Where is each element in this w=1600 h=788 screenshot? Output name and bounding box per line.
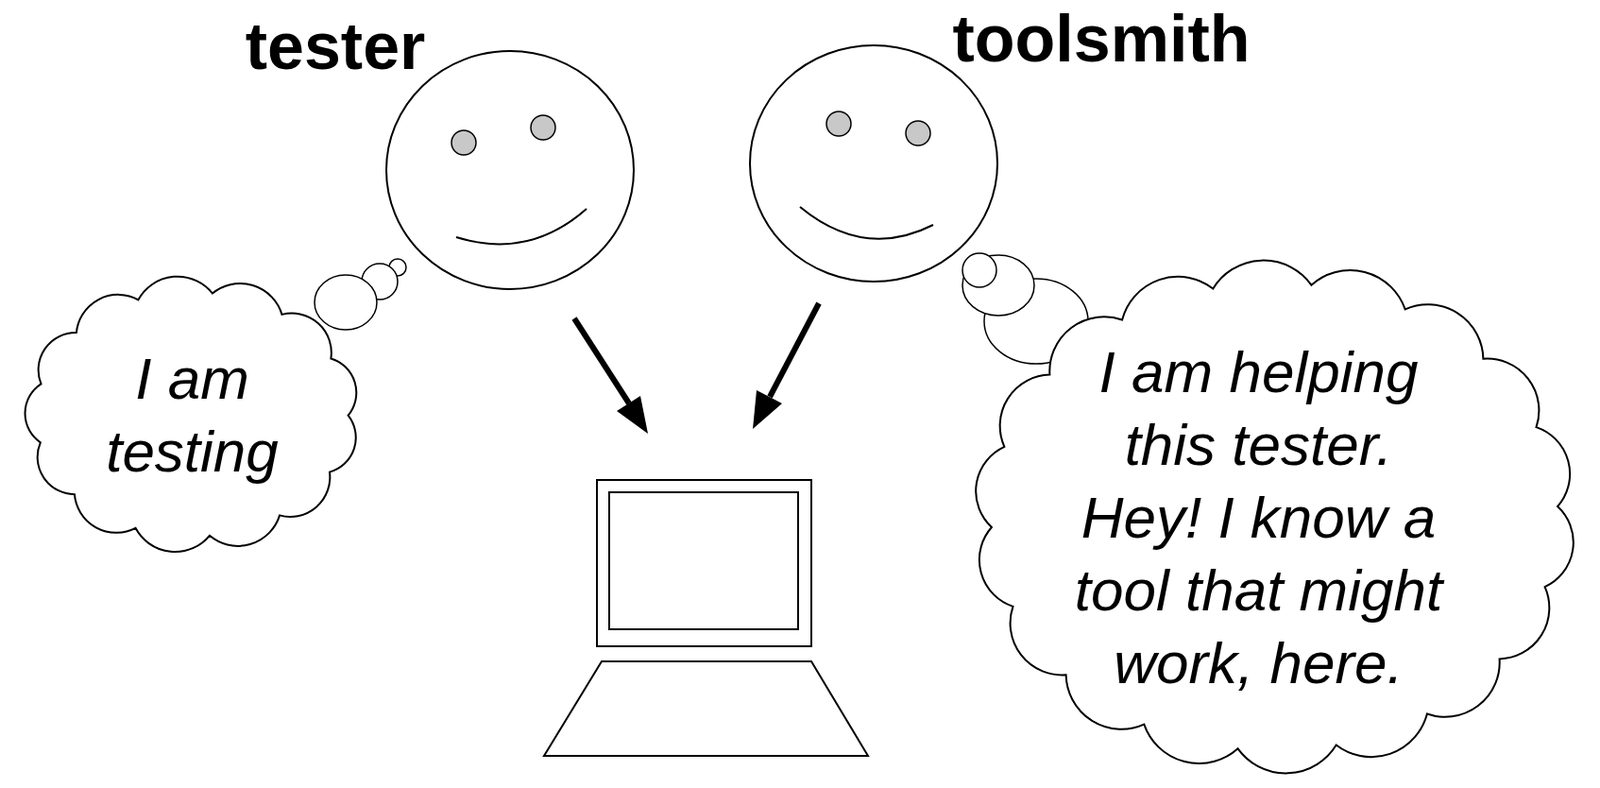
thought-bubble: [962, 253, 997, 288]
toolsmith-face: toolsmith: [748, 44, 999, 283]
face-circle: [749, 45, 998, 282]
tester-face: tester: [385, 50, 635, 290]
face-outline: [385, 50, 635, 290]
thought-cloud: I am testing: [12, 268, 373, 561]
eye: [530, 115, 556, 140]
person-label: tester: [245, 13, 426, 80]
face-outline: [748, 44, 999, 283]
arrow-shaft: [574, 318, 630, 404]
arrow-shaft: [769, 303, 819, 397]
eye: [451, 130, 477, 155]
thought-bubble: [314, 274, 377, 330]
arrow-head: [752, 390, 783, 429]
thought-text: I am helping this tester. Hey! I know a …: [1062, 335, 1455, 699]
thought-cloud: I am helping this tester. Hey! I know a …: [961, 253, 1588, 781]
face-circle: [386, 51, 634, 290]
cloud-outline: [12, 268, 373, 561]
eye: [905, 120, 931, 146]
person-label: toolsmith: [953, 5, 1251, 72]
thought-text: I am testing: [84, 341, 302, 488]
eye: [826, 111, 852, 137]
laptop-base: [544, 661, 869, 756]
cloud-path: [975, 260, 1574, 774]
smile: [456, 208, 587, 244]
smile: [800, 206, 934, 239]
laptop-screen: [596, 479, 812, 647]
laptop-display: [609, 492, 799, 630]
arrow-head: [616, 395, 648, 434]
cloud-path: [25, 276, 358, 552]
